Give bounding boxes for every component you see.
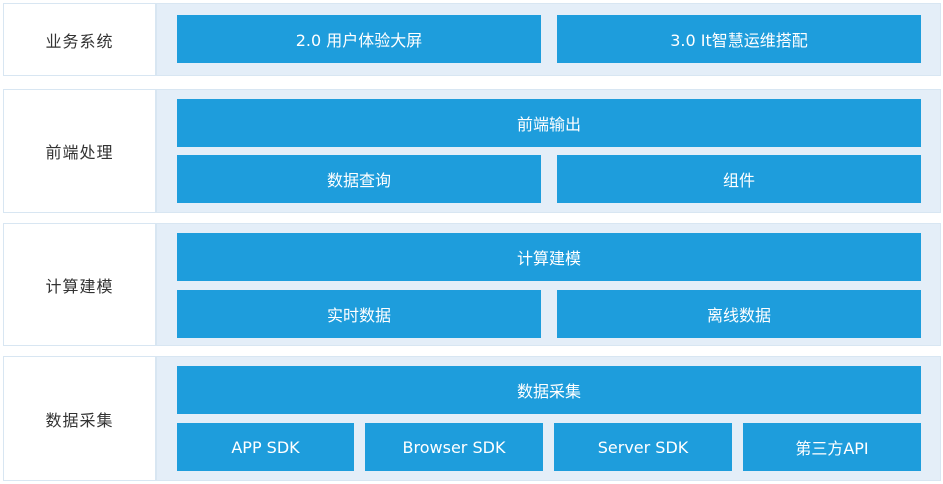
block-offline-data: 离线数据 — [557, 290, 921, 338]
block-data-collection: 数据采集 — [177, 366, 921, 414]
layer-compute-modeling: 计算建模 计算建模 实时数据 离线数据 — [3, 223, 941, 346]
block-third-party-api: 第三方API — [743, 423, 921, 471]
layer-frontend: 前端处理 前端输出 数据查询 组件 — [3, 89, 941, 213]
layer-content-panel: 前端输出 数据查询 组件 — [156, 89, 941, 213]
layer-label: 数据采集 — [3, 356, 156, 481]
block-server-sdk: Server SDK — [554, 423, 732, 471]
block-it-ops: 3.0 It智慧运维搭配 — [557, 15, 921, 63]
layer-data-collection: 数据采集 数据采集 APP SDK Browser SDK Server SDK… — [3, 356, 941, 481]
block-ux-big-screen: 2.0 用户体验大屏 — [177, 15, 541, 63]
layer-content-panel: 数据采集 APP SDK Browser SDK Server SDK 第三方A… — [156, 356, 941, 481]
layer-label: 前端处理 — [3, 89, 156, 213]
layer-label: 业务系统 — [3, 3, 156, 76]
block-compute-modeling: 计算建模 — [177, 233, 921, 281]
block-frontend-output: 前端输出 — [177, 99, 921, 147]
block-realtime-data: 实时数据 — [177, 290, 541, 338]
block-app-sdk: APP SDK — [177, 423, 354, 471]
layer-label: 计算建模 — [3, 223, 156, 346]
block-components: 组件 — [557, 155, 921, 203]
layer-business-systems: 业务系统 2.0 用户体验大屏 3.0 It智慧运维搭配 — [3, 3, 941, 76]
block-data-query: 数据查询 — [177, 155, 541, 203]
layer-content-panel: 计算建模 实时数据 离线数据 — [156, 223, 941, 346]
block-browser-sdk: Browser SDK — [365, 423, 543, 471]
layer-content-panel: 2.0 用户体验大屏 3.0 It智慧运维搭配 — [156, 3, 941, 76]
